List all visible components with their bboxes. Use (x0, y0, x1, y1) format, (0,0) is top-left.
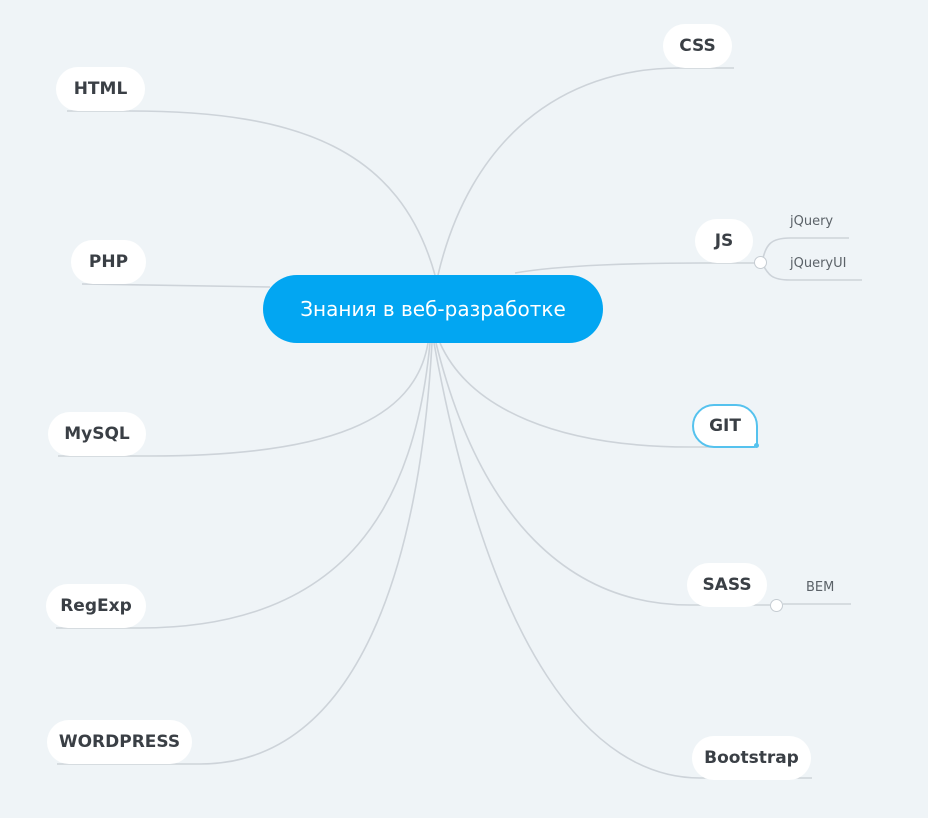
connector-sass (435, 342, 770, 606)
connector-wordpress (57, 342, 433, 765)
connector-git (439, 342, 757, 448)
subtopic-bem[interactable]: BEM (806, 580, 835, 595)
connector-mysql (58, 342, 429, 457)
connector-bootstrap (433, 342, 812, 779)
topic-sass[interactable]: SASS (687, 563, 767, 607)
topic-html[interactable]: HTML (56, 67, 145, 111)
connector-js (514, 262, 756, 274)
topic-css[interactable]: CSS (663, 24, 732, 68)
connector-css (437, 67, 734, 276)
topic-php[interactable]: PHP (71, 240, 146, 284)
collapse-toggle-sass[interactable] (770, 599, 783, 612)
connector-html (67, 110, 436, 276)
collapse-toggle-js[interactable] (754, 256, 767, 269)
connector-php (81, 283, 271, 288)
subtopic-jquery[interactable]: jQuery (790, 214, 834, 229)
resize-handle[interactable] (754, 443, 759, 448)
topic-js[interactable]: JS (695, 219, 753, 263)
root-topic[interactable]: Знания в веб-разработке (263, 275, 603, 343)
topic-git[interactable]: GIT (692, 404, 758, 448)
topic-regexp[interactable]: RegExp (46, 584, 146, 628)
connector-regexp (56, 342, 431, 629)
subtopic-jqueryui[interactable]: jQueryUI (790, 256, 847, 271)
topic-mysql[interactable]: MySQL (48, 412, 146, 456)
topic-wordpress[interactable]: WORDPRESS (47, 720, 192, 764)
topic-bootstrap[interactable]: Bootstrap (692, 736, 811, 780)
